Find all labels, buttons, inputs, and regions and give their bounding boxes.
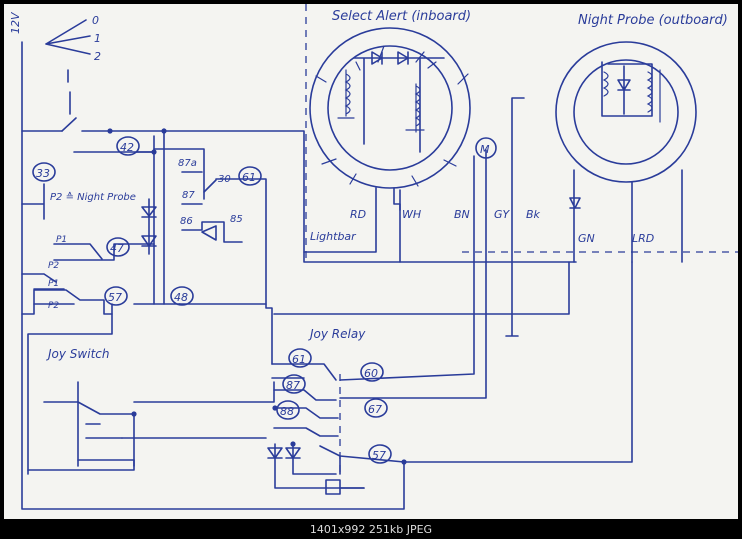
joy-relay-title: Joy Relay: [308, 327, 366, 341]
terminal-87: 87: [182, 190, 195, 201]
image-info-bar: 1401x992 251kb JPEG: [0, 519, 742, 539]
node-48: 48: [174, 291, 188, 304]
terminal-85: 85: [230, 214, 243, 225]
select-alert-title: Select Alert (inboard): [332, 9, 471, 24]
night-probe-title: Night Probe (outboard): [578, 13, 728, 28]
node-61-relay: 61: [292, 353, 306, 366]
wire-rd: RD: [350, 208, 366, 221]
wire-lrd: LRD: [632, 232, 654, 245]
wire-gn: GN: [578, 232, 595, 245]
wire-wh: WH: [402, 208, 421, 221]
node-60: 60: [364, 367, 378, 380]
labels: 12V 0 1 2 Select Alert (inboard) Night P…: [9, 9, 728, 361]
node-57-right: 57: [372, 449, 386, 462]
switch-pos-0: 0: [92, 14, 99, 27]
wire-bk: Bk: [526, 208, 541, 221]
left-control-block: [21, 128, 205, 475]
label-p1-lower: P1: [48, 279, 59, 289]
wiring-schematic: 42 33 47 57 48 61 61 60 87 88 67 57 M 12…: [9, 4, 738, 510]
joy-switch: [27, 381, 275, 471]
terminal-87a: 87a: [178, 158, 197, 169]
motor-label: M: [480, 143, 490, 156]
schematic-sheet: 42 33 47 57 48 61 61 60 87 88 67 57 M 12…: [4, 4, 738, 519]
image-info-text: 1401x992 251kb JPEG: [309, 522, 433, 536]
switch-pos-1: 1: [94, 32, 101, 45]
relay-k1: [178, 171, 273, 365]
select-alert-gauge: [303, 27, 471, 263]
supply-label: 12V: [9, 11, 22, 34]
label-p2-lower: P2: [48, 301, 59, 311]
terminal-86: 86: [180, 216, 193, 227]
lightbar-label: Lightbar: [310, 230, 357, 243]
switch-pos-2: 2: [94, 50, 101, 63]
joy-relay: [267, 363, 405, 495]
supply-rail: [21, 41, 577, 510]
junction-dots: [107, 128, 407, 465]
node-numbers: 42 33 47 57 48 61 61 60 87 88 67 57 M: [36, 141, 490, 462]
joy-switch-title: Joy Switch: [46, 347, 109, 361]
node-67: 67: [368, 403, 382, 416]
node-61-top: 61: [242, 171, 256, 184]
label-p1: P1: [56, 235, 67, 245]
node-42: 42: [120, 141, 134, 154]
node-33: 33: [36, 167, 50, 180]
node-circles: [32, 136, 497, 464]
node-87: 87: [286, 379, 300, 392]
node-88: 88: [280, 405, 294, 418]
wire-bn: BN: [454, 208, 470, 221]
wire-gy: GY: [494, 208, 511, 221]
node-47: 47: [110, 242, 124, 255]
terminal-30: 30: [218, 174, 231, 185]
p2-night-probe-note: P2 ≙ Night Probe: [50, 191, 136, 203]
main-selector-switch: [45, 19, 91, 55]
signal-bus: [305, 4, 738, 399]
node-57-left: 57: [108, 291, 122, 304]
label-p2: P2: [48, 261, 59, 271]
night-probe-gauge: [273, 41, 697, 463]
